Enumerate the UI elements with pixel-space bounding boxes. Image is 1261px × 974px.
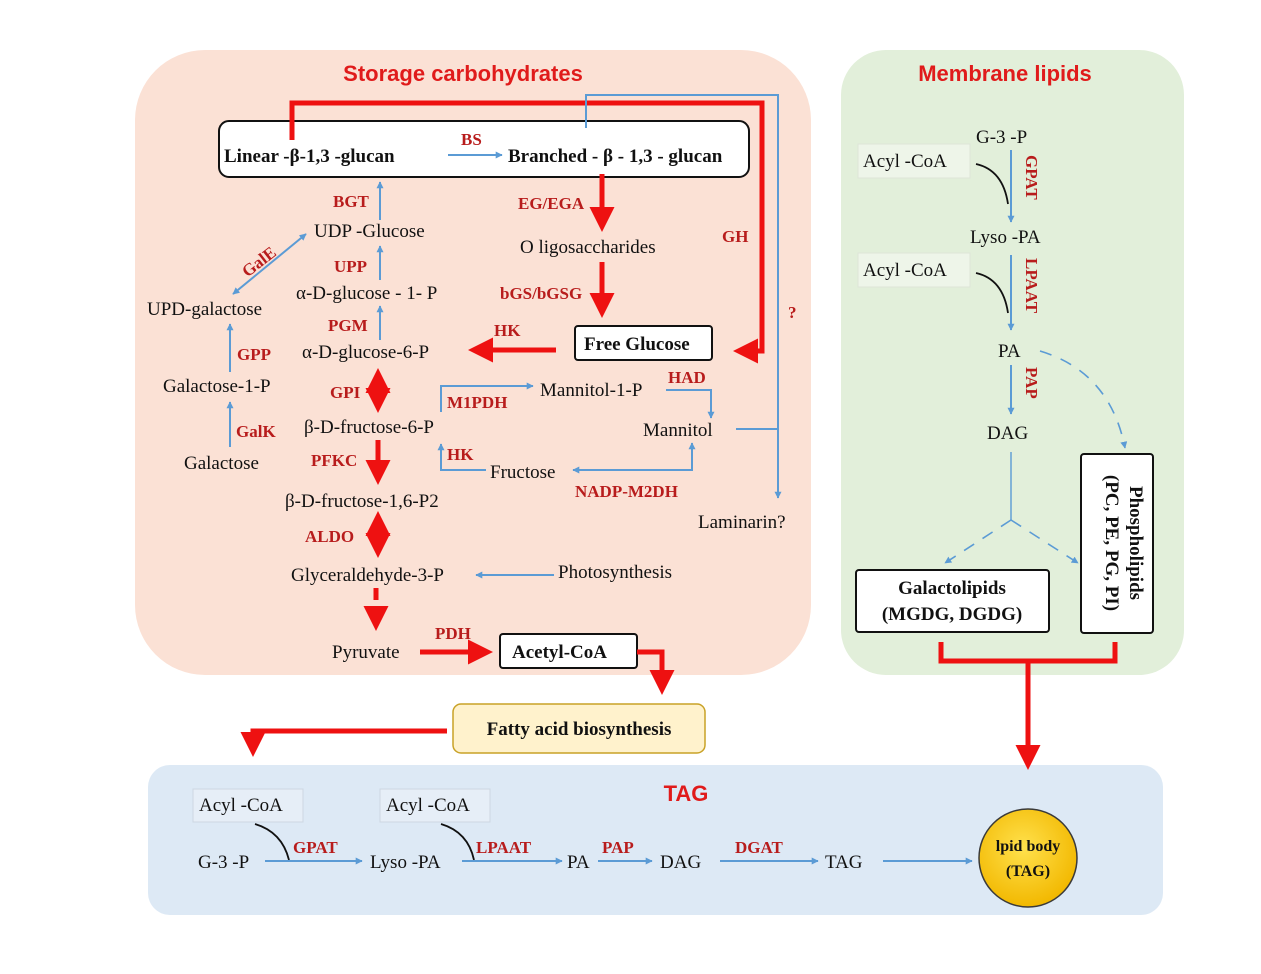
- acetyl-coa: Acetyl-CoA: [512, 642, 607, 663]
- gh-arrow: [289, 100, 765, 364]
- membrane-pa: PA: [998, 341, 1021, 362]
- enzyme-upp: UPP: [334, 257, 367, 276]
- branched-glucan: Branched - β - 1,3 - glucan: [508, 146, 723, 167]
- branched-to-laminarin-arrow: [585, 94, 782, 499]
- galactolipids-classes: (MGDG, DGDG): [882, 604, 1022, 625]
- membrane-enzyme-lpaat: LPAAT: [1022, 258, 1041, 314]
- membrane-lyso-pa: Lyso -PA: [970, 227, 1041, 248]
- enzyme-gpi: GPI: [330, 383, 361, 402]
- galactolipids-box: [855, 569, 1050, 633]
- enzyme-gpp: GPP: [237, 345, 271, 364]
- question-mark: ?: [788, 303, 797, 322]
- lipid-body-label: lpid body: [996, 838, 1060, 855]
- enzyme-hk-2: HK: [447, 445, 474, 464]
- free-glucose-box: [574, 325, 713, 361]
- membrane-acyl-coa-1: Acyl -CoA: [863, 151, 947, 172]
- fatty-acid-label: Fatty acid biosynthesis: [487, 719, 672, 740]
- enzyme-bgt: BGT: [333, 192, 370, 211]
- tag-pa: PA: [567, 852, 590, 873]
- lipid-body: [978, 808, 1078, 908]
- enzyme-pgm: PGM: [328, 316, 368, 335]
- enzyme-had: HAD: [668, 368, 706, 387]
- tag-acyl-coa-2: Acyl -CoA: [386, 795, 470, 816]
- pyruvate: Pyruvate: [332, 642, 400, 663]
- glyceraldehyde-3-p: Glyceraldehyde-3-P: [291, 565, 444, 586]
- membrane-to-lipid-body-arrow: [938, 642, 1118, 765]
- tag-enzyme-lpaat: LPAAT: [476, 838, 532, 857]
- had-arrow: [666, 389, 715, 419]
- linear-glucan: Linear -β-1,3 -glucan: [224, 146, 395, 167]
- enzyme-m1pdh: M1PDH: [447, 393, 507, 412]
- enzyme-galk: GalK: [236, 422, 276, 441]
- lipid-body-tag: (TAG): [1006, 863, 1050, 880]
- membrane-title: Membrane lipids: [918, 61, 1092, 86]
- photosynthesis: Photosynthesis: [558, 562, 672, 583]
- membrane-acyl-coa-2-box: [857, 252, 971, 288]
- tag-tag: TAG: [825, 852, 863, 873]
- mannitol: Mannitol: [643, 420, 713, 441]
- free-glucose: Free Glucose: [584, 334, 690, 355]
- enzyme-bgs: bGS/bGSG: [500, 284, 582, 303]
- upd-galactose: UPD-galactose: [147, 299, 262, 320]
- enzyme-hk-1: HK: [494, 321, 521, 340]
- m1pdh-arrow: [440, 382, 534, 412]
- enzyme-eg-ega: EG/EGA: [518, 194, 585, 213]
- membrane-dag: DAG: [987, 423, 1028, 444]
- galactolipids-label: Galactolipids: [898, 578, 1006, 599]
- fatty-acid-box: [452, 703, 706, 754]
- tag-acyl-coa-1: Acyl -CoA: [199, 795, 283, 816]
- hk-blue-arrow: [437, 443, 486, 471]
- glucose-1-p: α-D-glucose - 1- P: [296, 283, 437, 304]
- glucan-box: [218, 120, 750, 178]
- membrane-lpaat-arc: [975, 272, 1009, 314]
- storage-panel: [135, 50, 811, 675]
- fructose-6-p: β-D-fructose-6-P: [304, 417, 434, 438]
- phospholipids-classes: (PC, PE, PG, PI): [1101, 475, 1122, 611]
- tag-lpaat-arc: [440, 823, 475, 861]
- pa-to-phospholipids-arrow: [1039, 350, 1128, 449]
- enzyme-gh: GH: [722, 227, 748, 246]
- galactose-1-p: Galactose-1-P: [163, 376, 271, 397]
- enzyme-pdh: PDH: [435, 624, 471, 643]
- membrane-g3p: G-3 -P: [976, 127, 1027, 148]
- tag-lyso-pa: Lyso -PA: [370, 852, 441, 873]
- udp-glucose: UDP -Glucose: [314, 221, 425, 242]
- phospholipids-label: Phospholipids: [1125, 486, 1146, 600]
- oligosaccharides: O ligosaccharides: [520, 237, 656, 258]
- tag-title: TAG: [664, 781, 709, 806]
- tag-acyl-coa-2-box: [379, 788, 491, 823]
- mannitol-1-p: Mannitol-1-P: [540, 380, 642, 401]
- nadp-m2dh-arrow: [572, 442, 696, 474]
- fructose-16-p2: β-D-fructose-1,6-P2: [285, 491, 439, 512]
- dag-to-phospholipids-arrow: [1010, 519, 1079, 564]
- phospholipids-box: [1080, 453, 1154, 634]
- galactose: Galactose: [184, 453, 259, 474]
- fatty-acid-to-tag-arrow: [240, 728, 447, 757]
- laminarin: Laminarin?: [698, 512, 786, 533]
- tag-gpat-arc: [254, 823, 290, 861]
- membrane-enzyme-pap: PAP: [1022, 367, 1041, 399]
- acetyl-to-fatty-acid-arrow: [637, 649, 675, 695]
- tag-enzyme-gpat: GPAT: [293, 838, 338, 857]
- membrane-enzyme-gpat: GPAT: [1022, 155, 1041, 200]
- fructose: Fructose: [490, 462, 555, 483]
- membrane-acyl-coa-2: Acyl -CoA: [863, 260, 947, 281]
- tag-dag: DAG: [660, 852, 701, 873]
- tag-g3p: G-3 -P: [198, 852, 249, 873]
- enzyme-nadp-m2dh: NADP-M2DH: [575, 482, 678, 501]
- tag-enzyme-pap: PAP: [602, 838, 634, 857]
- enzyme-aldo: ALDO: [305, 527, 354, 546]
- membrane-gpat-arc: [975, 163, 1009, 205]
- enzyme-pfkc: PFKC: [311, 451, 357, 470]
- membrane-acyl-coa-1-box: [857, 143, 971, 179]
- glucose-6-p: α-D-glucose-6-P: [302, 342, 429, 363]
- storage-title: Storage carbohydrates: [343, 61, 583, 86]
- enzyme-bs: BS: [461, 130, 482, 149]
- tag-enzyme-dgat: DGAT: [735, 838, 784, 857]
- tag-acyl-coa-1-box: [192, 788, 304, 823]
- gale-arrow: [232, 233, 307, 295]
